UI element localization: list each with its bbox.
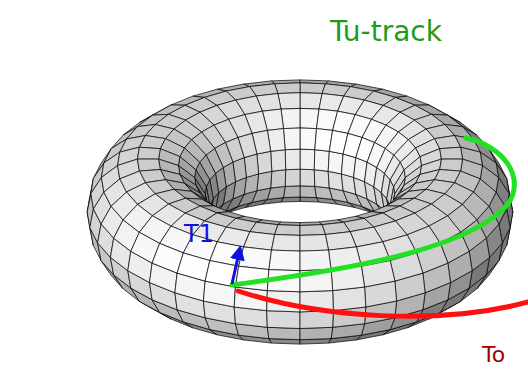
mesh-face — [257, 171, 272, 190]
mesh-face — [300, 128, 317, 150]
mesh-face — [271, 150, 286, 172]
mesh-face — [284, 128, 301, 150]
mesh-face — [440, 147, 463, 159]
mesh-face — [285, 169, 300, 186]
t1-vector — [232, 248, 240, 284]
mesh-face — [300, 250, 331, 271]
mesh-face — [285, 149, 300, 170]
mesh-face — [300, 225, 325, 236]
mesh-face — [267, 327, 300, 339]
mesh-face — [328, 151, 343, 174]
mesh-face — [278, 93, 300, 109]
mesh-face — [300, 93, 322, 109]
mesh-face — [300, 83, 325, 94]
mesh-face — [328, 171, 343, 190]
mesh-face — [284, 186, 301, 198]
vector-label: T1 — [184, 222, 214, 246]
mesh-face — [239, 247, 272, 270]
mesh-face — [300, 149, 315, 170]
mesh-face — [137, 159, 160, 171]
mesh-face — [137, 147, 160, 159]
mesh-face — [300, 186, 317, 198]
mesh-face — [177, 253, 210, 281]
track-label: Tu-track — [330, 18, 442, 46]
mesh-face — [300, 235, 329, 252]
track-label: To — [482, 344, 505, 366]
mesh-face — [269, 250, 300, 271]
mesh-face — [314, 150, 329, 172]
mesh-face — [267, 311, 300, 329]
mesh-face — [300, 108, 319, 128]
mesh-face — [333, 287, 366, 311]
mesh-face — [275, 225, 300, 236]
tu-track — [232, 138, 514, 285]
mesh-face — [271, 170, 286, 188]
mesh-face — [314, 170, 329, 188]
mesh-face — [300, 327, 333, 339]
mesh-face — [275, 83, 300, 94]
mesh-face — [272, 235, 301, 252]
mesh-face — [440, 159, 463, 171]
to-track — [238, 291, 528, 316]
mesh-face — [257, 151, 272, 174]
mesh-face — [300, 169, 315, 186]
mesh-face — [281, 108, 300, 128]
